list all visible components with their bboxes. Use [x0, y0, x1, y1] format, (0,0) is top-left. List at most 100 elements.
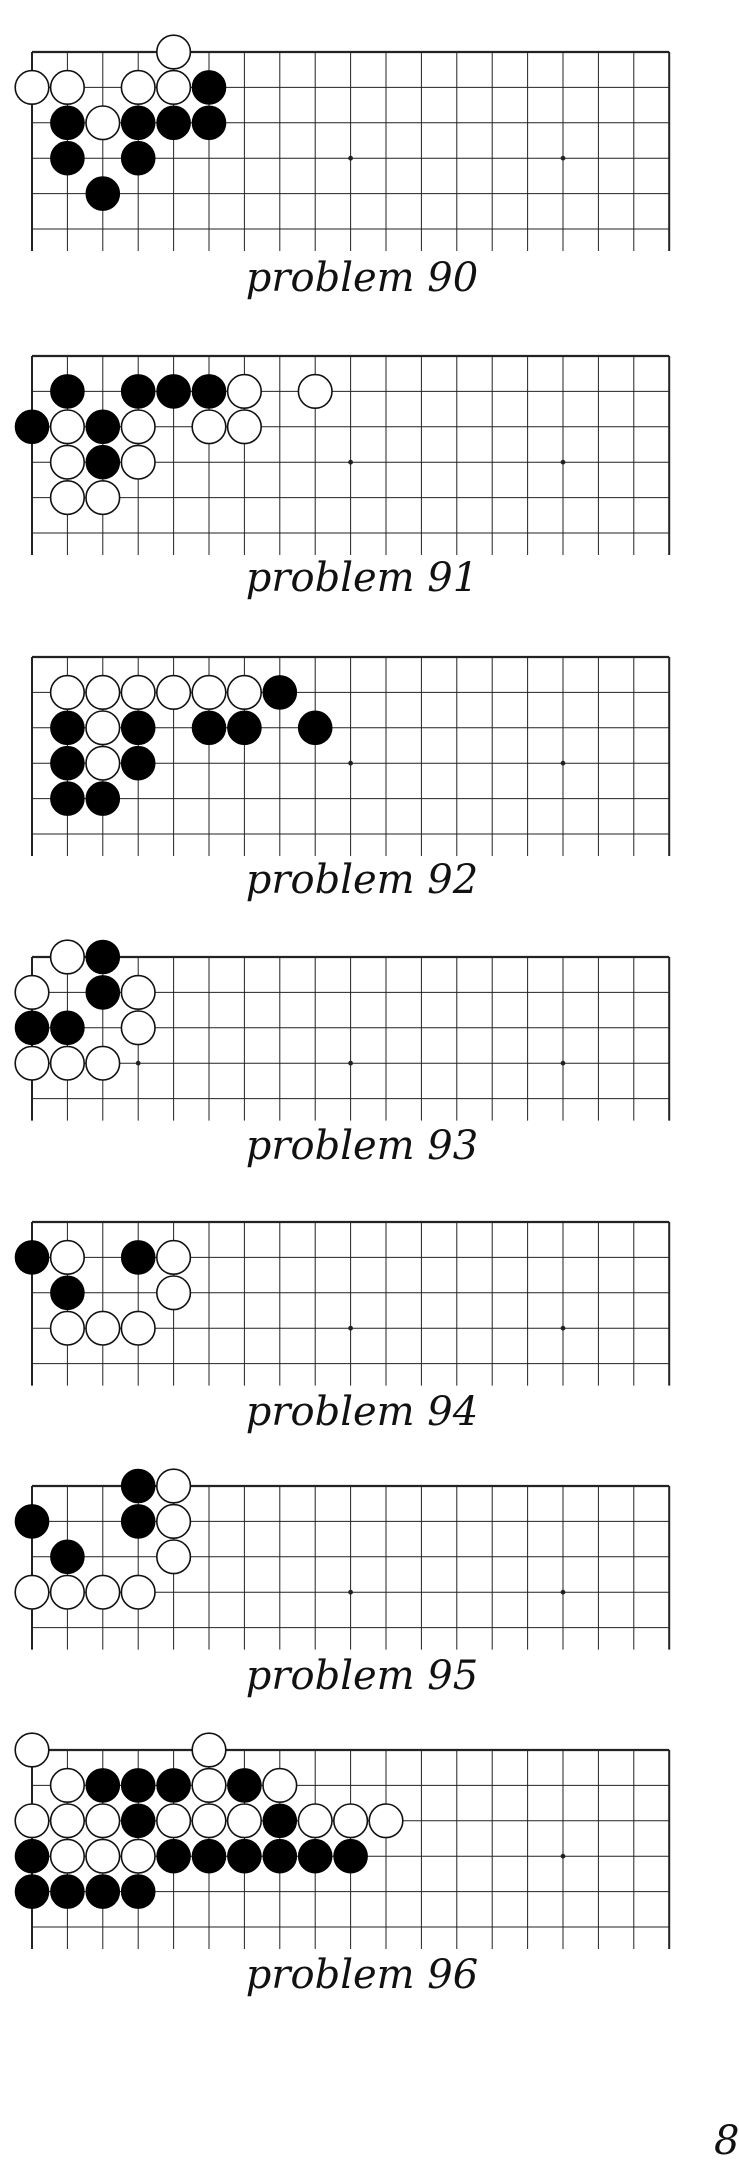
go-board: [14, 1220, 671, 1386]
white-stone: [191, 674, 227, 711]
white-stone: [120, 1574, 156, 1610]
black-stone: [50, 1275, 85, 1311]
black-stone: [14, 1240, 50, 1275]
problem-caption: problem 93: [245, 1123, 479, 1169]
black-stone: [297, 710, 333, 746]
black-stone: [262, 1803, 298, 1839]
white-stone: [14, 69, 50, 106]
black-stone: [120, 1874, 156, 1909]
white-stone: [191, 1732, 227, 1768]
black-stone: [50, 1539, 85, 1575]
white-stone: [85, 1045, 121, 1081]
black-stone: [333, 1838, 368, 1874]
white-stone: [297, 1803, 333, 1839]
white-stone: [49, 444, 86, 480]
black-stone: [120, 1504, 156, 1539]
white-stone: [14, 1574, 50, 1610]
black-stone: [156, 1768, 191, 1803]
black-stone: [50, 1874, 85, 1909]
white-stone: [156, 34, 192, 70]
star-point: [135, 1060, 141, 1066]
white-stone: [191, 1803, 227, 1839]
black-stone: [191, 1838, 227, 1874]
white-stone: [156, 1803, 192, 1839]
black-stone: [156, 374, 191, 409]
black-stone: [156, 1838, 191, 1874]
white-stone: [297, 373, 333, 410]
go-board: [31, 655, 671, 856]
white-stone: [120, 409, 156, 445]
white-stone: [156, 1468, 192, 1504]
black-stone: [120, 1803, 156, 1839]
star-point: [560, 155, 566, 161]
black-stone: [85, 975, 121, 1010]
go-board: [14, 1732, 671, 1949]
star-point: [348, 760, 353, 766]
white-stone: [156, 1275, 192, 1311]
white-stone: [14, 974, 50, 1011]
black-stone: [191, 105, 227, 141]
white-stone: [49, 1310, 86, 1346]
white-stone: [226, 1803, 262, 1839]
white-stone: [156, 1539, 192, 1575]
white-stone: [226, 373, 262, 410]
white-stone: [49, 1767, 86, 1803]
white-stone: [85, 674, 121, 711]
problem-caption: problem 94: [245, 1389, 479, 1435]
white-stone: [14, 1045, 50, 1081]
white-stone: [191, 1767, 227, 1803]
star-point: [348, 1589, 353, 1595]
black-stone: [120, 1240, 156, 1275]
white-stone: [49, 674, 86, 711]
star-point: [560, 1060, 566, 1066]
black-stone: [191, 70, 227, 105]
problem-caption: problem 96: [245, 1952, 479, 1998]
black-stone: [120, 105, 156, 141]
white-stone: [49, 409, 86, 445]
white-stone: [85, 710, 121, 746]
black-stone: [50, 374, 85, 409]
white-stone: [49, 1045, 86, 1081]
black-stone: [50, 781, 85, 816]
white-stone: [120, 444, 156, 480]
black-stone: [120, 374, 156, 409]
white-stone: [120, 1010, 156, 1046]
black-stone: [85, 1768, 121, 1803]
black-stone: [156, 105, 191, 141]
white-stone: [156, 1239, 192, 1275]
white-stone: [85, 1838, 121, 1874]
white-stone: [120, 674, 156, 711]
black-stone: [85, 444, 121, 480]
black-stone: [262, 675, 298, 710]
black-stone: [50, 1010, 85, 1046]
star-point: [560, 459, 566, 465]
black-stone: [14, 1874, 50, 1909]
star-point: [560, 1853, 566, 1859]
star-point: [560, 1325, 566, 1331]
black-stone: [14, 1838, 50, 1874]
black-stone: [120, 1768, 156, 1803]
black-stone: [85, 781, 121, 816]
problem-caption: problem 92: [245, 857, 479, 903]
white-stone: [120, 1838, 156, 1874]
star-point: [348, 1325, 353, 1331]
white-stone: [85, 480, 121, 516]
black-stone: [14, 1504, 50, 1539]
white-stone: [226, 674, 262, 711]
black-stone: [85, 1874, 121, 1909]
star-point: [348, 1060, 353, 1066]
white-stone: [156, 69, 192, 106]
black-stone: [50, 105, 85, 141]
star-point: [348, 459, 353, 465]
white-stone: [49, 1239, 86, 1275]
black-stone: [120, 1468, 156, 1504]
white-stone: [333, 1803, 369, 1839]
white-stone: [49, 480, 86, 516]
black-stone: [50, 710, 85, 746]
white-stone: [14, 1732, 50, 1768]
white-stone: [49, 69, 86, 106]
white-stone: [156, 1503, 192, 1539]
black-stone: [14, 1010, 50, 1046]
go-board: [14, 354, 671, 555]
white-stone: [120, 974, 156, 1011]
